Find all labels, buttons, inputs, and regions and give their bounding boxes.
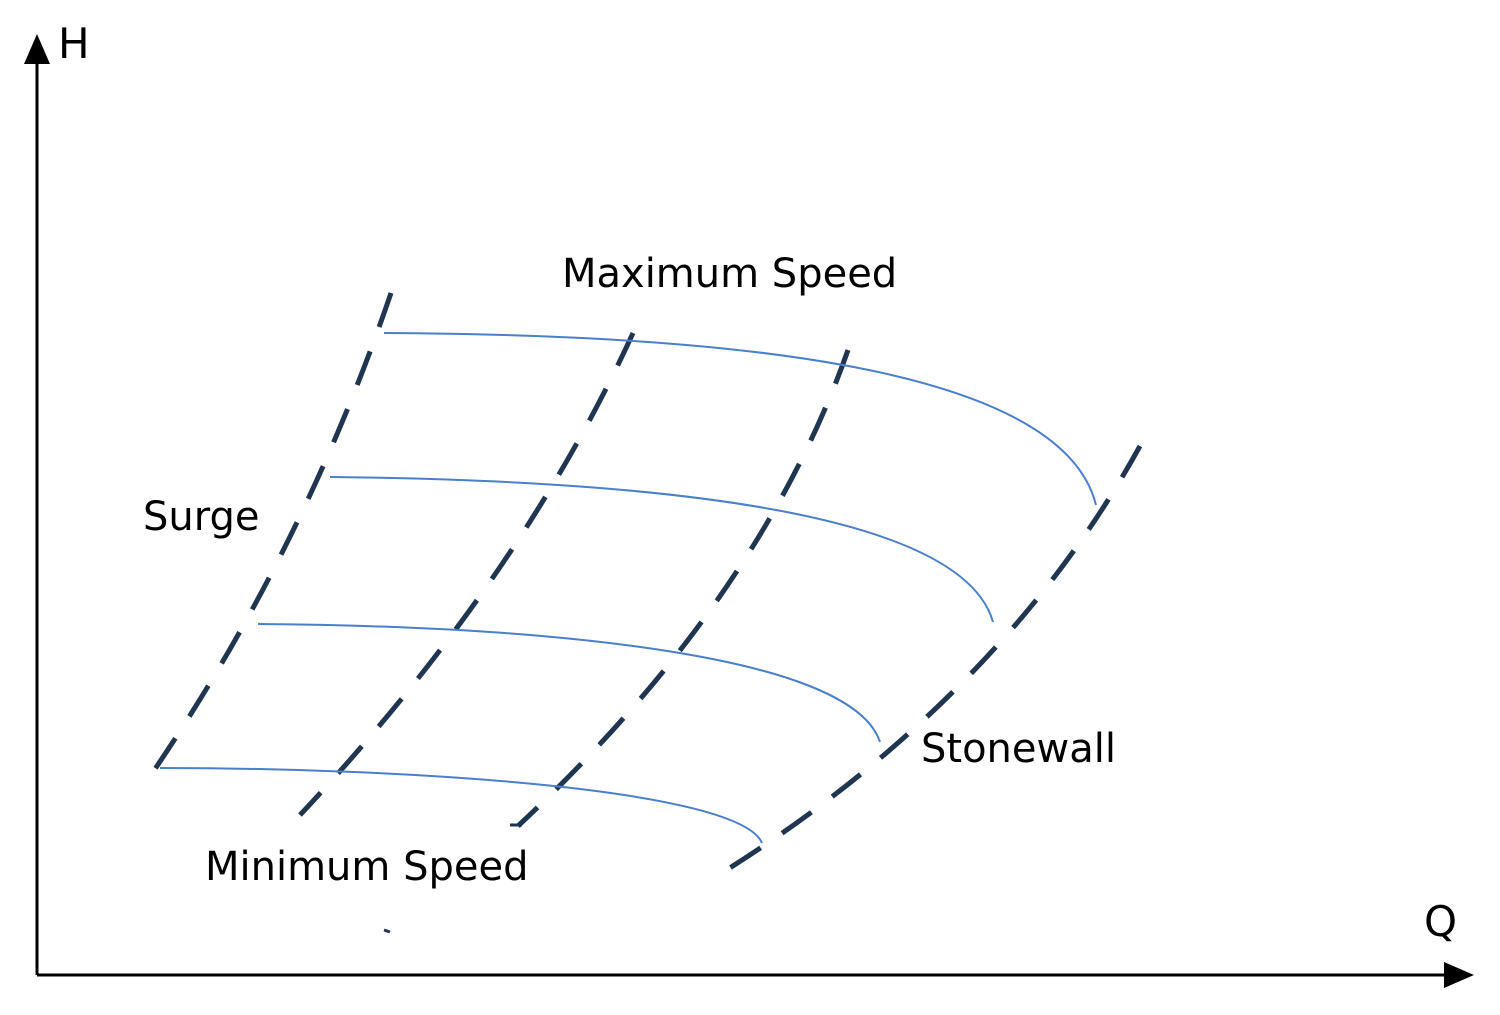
h-axis-label: H [58, 19, 90, 68]
stonewall-line [715, 444, 1143, 879]
speed-curve-3 [257, 623, 881, 743]
stray-dash-2 [383, 928, 391, 934]
minimum-speed-label: Minimum Speed [205, 844, 528, 890]
intermediate-line-2 [516, 349, 851, 828]
surge-line [139, 292, 394, 790]
axes [24, 34, 1474, 988]
speed-curves [159, 332, 1097, 844]
speed-curve-max [383, 332, 1097, 506]
q-axis-arrow-icon [1444, 962, 1474, 988]
maximum-speed-label: Maximum Speed [562, 251, 897, 297]
stonewall-label: Stonewall [921, 726, 1116, 772]
intermediate-line-1 [298, 331, 636, 817]
speed-curve-2 [329, 476, 994, 623]
dashed-lines [139, 292, 1143, 879]
h-axis-arrow-icon [24, 34, 50, 64]
q-axis-label: Q [1424, 897, 1457, 946]
surge-label: Surge [143, 494, 259, 540]
speed-curve-min [159, 767, 763, 844]
